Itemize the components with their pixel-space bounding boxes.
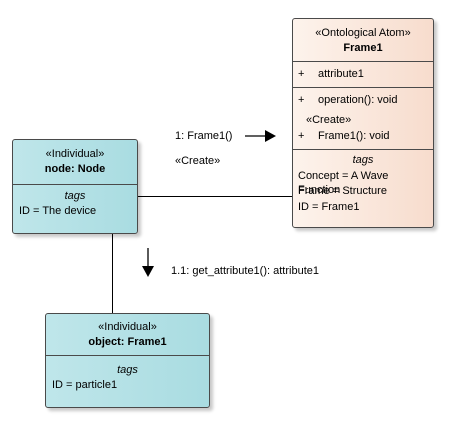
message-get-attribute-label: 1.1: get_attribute1(): attribute1 — [171, 265, 319, 277]
atom-tags-label: tags — [352, 154, 374, 166]
divider — [293, 87, 433, 88]
individual-object-box[interactable]: «Individual» object: Frame1 tags ID = pa… — [45, 313, 210, 408]
individual-node-name: node: Node — [44, 163, 106, 175]
attribute-item: attribute1 — [318, 68, 364, 80]
divider — [46, 355, 209, 356]
individual-node-tag: ID = The device — [19, 205, 97, 217]
individual-node-stereotype: «Individual» — [45, 148, 105, 160]
individual-object-name: object: Frame1 — [88, 336, 167, 348]
atom-stereotype: «Ontological Atom» — [315, 27, 411, 39]
individual-object-stereotype: «Individual» — [98, 321, 157, 333]
atom-tag: Frame = Structure — [298, 185, 387, 197]
atom-name: Frame1 — [343, 42, 383, 54]
divider — [13, 184, 137, 185]
message-frame1-label: 1: Frame1() — [175, 130, 233, 142]
attribute-visibility: + — [298, 68, 305, 80]
create-operation-visibility: + — [298, 130, 305, 142]
individual-node-tags-label: tags — [64, 190, 86, 202]
ontological-atom-box[interactable]: «Ontological Atom» Frame1 + attribute1 +… — [292, 18, 434, 228]
link-node-to-atom[interactable] — [137, 196, 293, 197]
operation-item: operation(): void — [318, 94, 398, 106]
create-operation-item: Frame1(): void — [318, 130, 390, 142]
individual-object-tag: ID = particle1 — [52, 379, 118, 391]
atom-tag: Concept = A Wave Function — [298, 170, 389, 196]
divider — [293, 61, 433, 62]
operation-visibility: + — [298, 94, 305, 106]
atom-tag: ID = Frame1 — [298, 201, 360, 213]
create-stereotype: «Create» — [306, 114, 352, 126]
divider — [293, 149, 433, 150]
message-arrow-right-icon — [245, 130, 276, 142]
individual-node-box[interactable]: «Individual» node: Node tags ID = The de… — [12, 139, 138, 234]
message-create-label: «Create» — [175, 155, 221, 167]
message-arrow-down-icon — [142, 248, 154, 277]
individual-object-tags-label: tags — [117, 364, 138, 376]
link-node-to-object[interactable] — [112, 233, 113, 314]
